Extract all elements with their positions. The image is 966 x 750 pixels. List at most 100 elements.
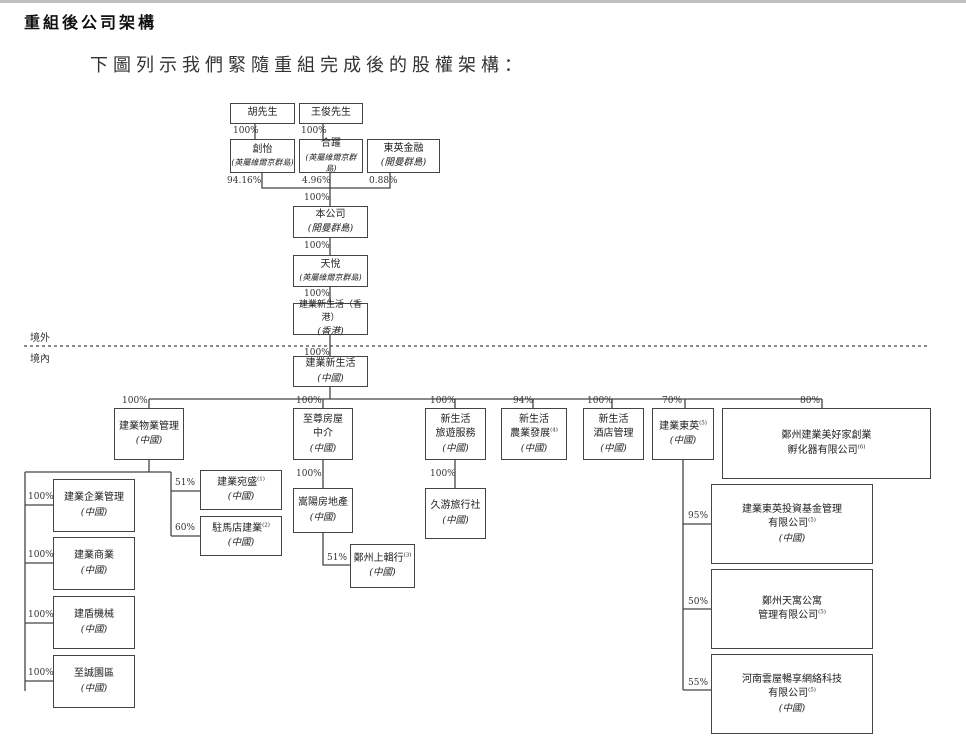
entity-wansheng: 建業宛盛(1)(中國): [200, 470, 282, 510]
pct-fund: 95%: [688, 511, 709, 521]
entity-jurisdiction: (中國): [778, 702, 806, 714]
entity-jurisdiction: (中國): [520, 442, 548, 454]
pct-jiandun: 100%: [28, 610, 54, 620]
entity-jiuyou: 久游旅行社 (中國): [425, 488, 486, 539]
footnote-marker: (5): [699, 420, 707, 427]
pct-hotel: 100%: [587, 396, 613, 406]
footnote-marker: (5): [818, 609, 826, 616]
entity-hotel: 新生活 酒店管理(中國): [583, 408, 644, 460]
intro-text: 下圖列示我們緊隨重組完成後的股權架構：: [90, 55, 527, 76]
entity-cy-prc: 建業新生活 (中國): [293, 356, 368, 387]
entity-name: 建盾機械: [74, 609, 114, 621]
entity-travel: 新生活 旅遊服務 (中國): [425, 408, 486, 460]
entity-name: 駐馬店建業: [212, 522, 263, 534]
entity-name: 至尊房屋 中介: [303, 413, 343, 440]
pct-dongying-company: 0.88%: [369, 176, 398, 186]
pct-wang-heyao: 100%: [301, 126, 327, 136]
entity-commercial: 建業商業(中國): [53, 537, 135, 590]
pct-wansheng: 51%: [175, 478, 196, 488]
entity-heyao: 合躍 (英屬維爾京群島): [299, 138, 363, 174]
footnote-marker: (3): [403, 552, 412, 559]
entity-cy-dongying: 建業東英(5)(中國): [652, 408, 714, 460]
entity-jurisdiction: (中國): [309, 442, 337, 454]
entity-jurisdiction: (中國): [80, 623, 108, 635]
pct-hu-chuangyi: 100%: [233, 126, 259, 136]
entity-tianyue: 天悅 (英屬維爾京群島): [293, 255, 368, 287]
entity-yunwu: 河南雲屋暢享網絡科技 有限公司(5)(中國): [711, 654, 873, 734]
entity-zhumadian: 駐馬店建業(2) (中國): [200, 516, 282, 556]
entity-enterprise: 建業企業管理(中國): [53, 479, 135, 532]
pct-travel: 100%: [430, 396, 456, 406]
entity-name: 鄭州天寓公寓 管理有限公司: [758, 595, 822, 622]
entity-name: 建業物業管理: [119, 420, 179, 432]
entity-cy-property: 建業物業管理 (中國): [114, 408, 184, 460]
entity-name: 建業東英投資基金管理 有限公司: [742, 503, 842, 530]
entity-name: 合躍: [321, 138, 341, 150]
entity-incubator: 鄭州建業美好家創業 孵化器有限公司(6): [722, 408, 931, 479]
footnote-marker: (6): [857, 444, 866, 451]
pct-incubator: 80%: [800, 396, 821, 406]
entity-jurisdiction: (中國): [442, 514, 469, 526]
entity-shangji: 鄭州上輯行(3) (中國): [350, 544, 415, 588]
entity-name: 河南雲屋暢享網絡科技 有限公司: [742, 673, 842, 700]
pct-shangji: 51%: [327, 553, 348, 563]
footnote-marker: (2): [262, 522, 270, 529]
entity-name: 久游旅行社: [430, 500, 481, 512]
entity-name: 嵩陽房地產: [298, 497, 348, 509]
entity-jurisdiction: (中國): [135, 435, 163, 447]
entity-jurisdiction: (中國): [669, 435, 697, 447]
pct-cy-dongying: 70%: [662, 396, 683, 406]
entity-name: 建業新生活: [305, 358, 356, 370]
entity-chuangyi: 創怡(英屬維爾京群島): [230, 139, 295, 173]
entity-jurisdiction: (中國): [778, 532, 806, 544]
entity-jurisdiction: (英屬維爾京群島): [305, 152, 357, 174]
entity-jurisdiction: (中國): [309, 511, 337, 523]
footnote-marker: (4): [550, 427, 558, 434]
pct-jiuyou: 100%: [430, 469, 456, 479]
entity-name: 新生活 農業發展: [510, 413, 551, 440]
footnote-marker: (5): [808, 517, 816, 524]
footnote-marker: (1): [257, 476, 265, 483]
entity-name: 至誠園區: [74, 668, 114, 680]
pct-yunwu: 55%: [688, 678, 709, 688]
entity-cy-hk: 建業新生活（香港） (香港): [293, 300, 368, 337]
entity-jurisdiction: (中國): [227, 537, 255, 549]
entity-name: 建業新生活（香港）: [298, 300, 362, 324]
entity-name: 鄭州上輯行: [353, 552, 404, 564]
entity-jurisdiction: (英屬維爾京群島): [299, 273, 362, 283]
entity-name: 建業商業: [74, 550, 114, 562]
entity-agri: 新生活 農業發展(4) (中國): [501, 408, 567, 460]
pct-zhicheng: 100%: [28, 668, 54, 678]
entity-name: 王俊先生: [311, 107, 351, 119]
pct-heyao-company: 4.96%: [302, 176, 331, 186]
entity-zhizun: 至尊房屋 中介 (中國): [293, 408, 353, 460]
entity-hu: 胡先生: [230, 103, 295, 124]
entity-songyang: 嵩陽房地產 (中國): [293, 488, 353, 533]
entity-jurisdiction: (中國): [442, 442, 469, 454]
entity-name: 天悅: [320, 258, 341, 270]
entity-jurisdiction: (中國): [80, 506, 108, 518]
entity-jurisdiction: (開曼群島): [380, 157, 427, 169]
entity-zhicheng: 至誠園區 (中國): [53, 655, 135, 708]
entity-jurisdiction: (中國): [600, 442, 627, 454]
pct-company-tianyue: 100%: [304, 241, 330, 251]
entity-company: 本公司(開曼群島): [293, 206, 368, 238]
entity-jurisdiction: (英屬維爾京群島): [231, 158, 294, 168]
entity-name: 胡先生: [247, 107, 278, 119]
pct-enterprise: 100%: [28, 492, 54, 502]
entity-jurisdiction: (中國): [80, 682, 108, 694]
pct-zhumadian: 60%: [175, 523, 196, 533]
pct-chuangyi-company: 94.16%: [227, 176, 262, 186]
section-heading: 重組後公司架構: [24, 13, 158, 32]
pct-songyang: 100%: [296, 469, 322, 479]
line-shareholders-bus: [261, 172, 391, 189]
entity-jurisdiction: (中國): [369, 567, 396, 579]
entity-name: 新生活 旅遊服務: [435, 413, 476, 440]
entity-jurisdiction: (中國): [317, 372, 344, 384]
pct-zhizun: 100%: [296, 396, 322, 406]
onshore-label: 境內: [30, 354, 50, 365]
entity-jurisdiction: (香港): [317, 326, 344, 338]
pct-tianyue-cyhk: 100%: [304, 289, 330, 299]
pct-cy-property: 100%: [122, 396, 148, 406]
entity-jiandun: 建盾機械 (中國): [53, 596, 135, 649]
